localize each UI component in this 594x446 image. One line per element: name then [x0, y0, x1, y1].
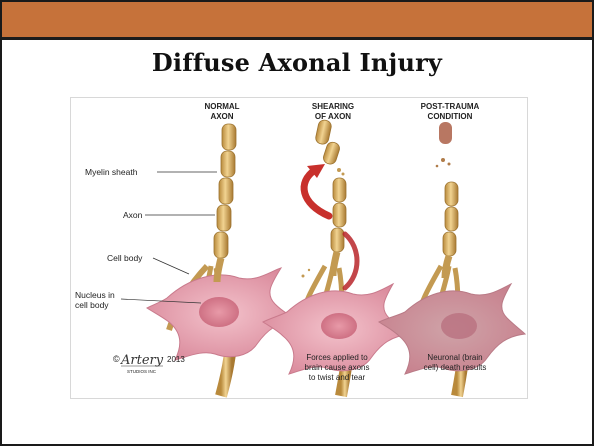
header-bar — [2, 2, 592, 37]
nucleus-post — [441, 313, 477, 339]
logo-sub: STUDIOS INC — [127, 369, 157, 374]
logo-year: 2013 — [167, 355, 185, 364]
caption-post-2: cell) death results — [424, 363, 487, 372]
heading-shearing-2: OF AXON — [315, 112, 351, 121]
heading-shearing-1: SHEARING — [312, 102, 354, 111]
label-cell-body: Cell body — [107, 253, 143, 263]
label-nucleus-2: cell body — [75, 300, 109, 310]
leader-cell-body — [153, 258, 189, 274]
heading-post-2: CONDITION — [428, 112, 473, 121]
axon-illustration: NORMAL AXON SHEARING OF AXON POST-TRAUMA… — [70, 97, 528, 399]
heading-post-1: POST-TRAUMA — [421, 102, 480, 111]
nucleus-shearing — [321, 313, 357, 339]
caption-shearing-1: Forces applied to — [306, 353, 368, 362]
caption-post-1: Neuronal (brain — [427, 353, 482, 362]
copyright-symbol: © — [113, 354, 120, 364]
label-nucleus-1: Nucleus in — [75, 290, 115, 300]
header-rule — [2, 37, 592, 40]
caption-shearing-3: to twist and tear — [309, 373, 366, 382]
caption-shearing-2: brain cause axons — [305, 363, 370, 372]
slide-title: Diffuse Axonal Injury — [2, 48, 592, 77]
heading-normal-2: AXON — [210, 112, 233, 121]
label-axon: Axon — [123, 210, 143, 220]
heading-normal-1: NORMAL — [204, 102, 239, 111]
nucleus-normal — [199, 297, 239, 327]
artery-studios-logo: © Artery STUDIOS INC 2013 — [113, 353, 185, 374]
label-myelin-sheath: Myelin sheath — [85, 167, 138, 177]
